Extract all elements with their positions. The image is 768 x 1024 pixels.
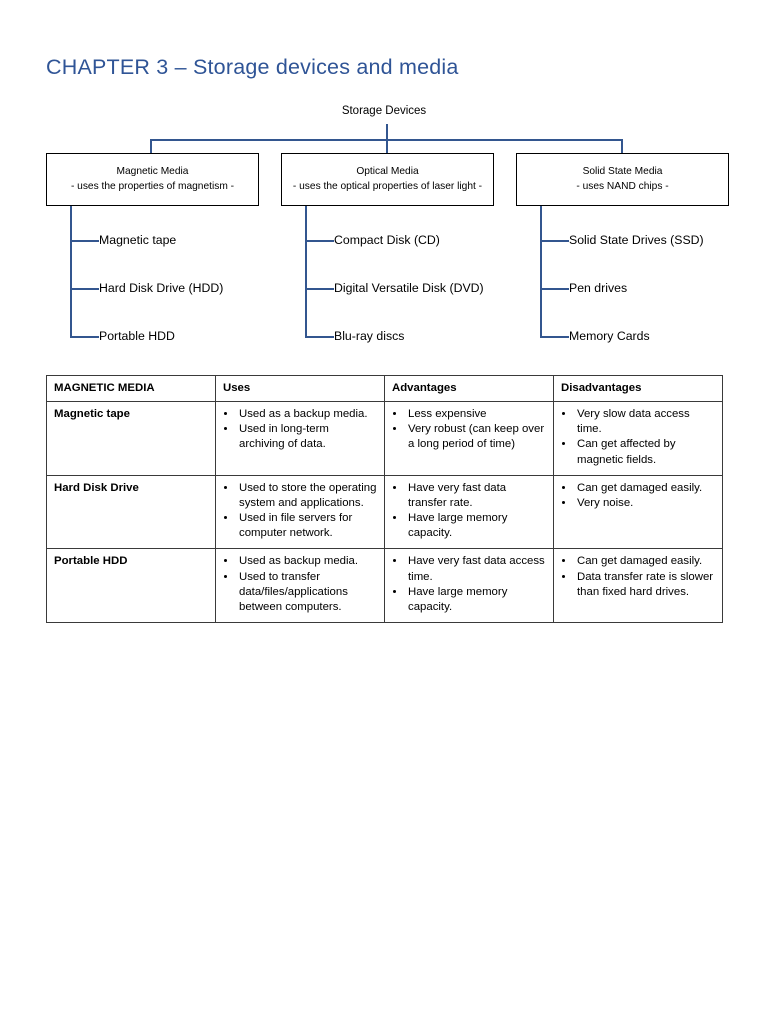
branch-item-solidstate-3: Memory Cards [569, 329, 650, 343]
bullet-list: Can get damaged easily. Data transfer ra… [561, 554, 715, 599]
branch-item-solidstate-1: Solid State Drives (SSD) [569, 233, 704, 247]
list-item: Can get damaged easily. [575, 554, 715, 569]
branch-item-magnetic-3: Portable HDD [99, 329, 175, 343]
table-cell-name: Portable HDD [46, 548, 216, 624]
table-header-media: MAGNETIC MEDIA [46, 374, 216, 403]
list-item: Very noise. [575, 496, 715, 511]
list-item: Very robust (can keep over a long period… [406, 422, 546, 452]
category-subtitle-solidstate: - uses NAND chips - [576, 180, 669, 192]
connector-spine-magnetic [70, 206, 72, 337]
connector-root-stem [386, 124, 388, 150]
list-item: Used as backup media. [237, 554, 377, 569]
table-row: Magnetic tape Used as a backup media. Us… [46, 401, 723, 476]
branch-item-magnetic-2: Hard Disk Drive (HDD) [99, 281, 224, 295]
connector-spine-solidstate [540, 206, 542, 337]
bullet-list: Have very fast data transfer rate. Have … [392, 481, 546, 542]
list-item: Very slow data access time. [575, 407, 715, 437]
bullet-list: Used as backup media. Used to transfer d… [223, 554, 377, 615]
connector-drop-magnetic [150, 139, 152, 154]
category-subtitle-optical: - uses the optical properties of laser l… [292, 180, 483, 192]
branch-item-optical-3: Blu-ray discs [334, 329, 405, 343]
list-item: Used in file servers for computer networ… [237, 511, 377, 541]
category-box-optical: Optical Media - uses the optical propert… [281, 153, 494, 206]
bullet-list: Can get damaged easily. Very noise. [561, 481, 715, 511]
storage-devices-diagram: Storage Devices Magnetic Media - uses th… [0, 0, 768, 360]
bullet-list: Have very fast data access time. Have la… [392, 554, 546, 615]
bullet-list: Used as a backup media. Used in long-ter… [223, 407, 377, 452]
connector-drop-solidstate [621, 139, 623, 154]
connector-tick-optical-1 [305, 240, 334, 242]
table-cell-advantages: Have very fast data access time. Have la… [384, 548, 554, 624]
table-cell-advantages: Have very fast data transfer rate. Have … [384, 474, 554, 550]
table-row: Portable HDD Used as backup media. Used … [46, 548, 723, 624]
table-cell-disadvantages: Can get damaged easily. Very noise. [553, 474, 723, 550]
branch-item-magnetic-1: Magnetic tape [99, 233, 177, 247]
table-header-uses: Uses [215, 374, 385, 403]
category-subtitle-magnetic: - uses the properties of magnetism - [70, 180, 235, 192]
list-item: Have very fast data transfer rate. [406, 481, 546, 511]
list-item: Can get damaged easily. [575, 481, 715, 496]
table-cell-advantages: Less expensive Very robust (can keep ove… [384, 401, 554, 476]
table-header-advantages: Advantages [384, 374, 554, 403]
table-cell-name: Hard Disk Drive [46, 474, 216, 550]
list-item: Can get affected by magnetic fields. [575, 437, 715, 467]
table-header-row: MAGNETIC MEDIA Uses Advantages Disadvant… [46, 374, 723, 403]
list-item: Used in long-term archiving of data. [237, 422, 377, 452]
bullet-list: Used to store the operating system and a… [223, 481, 377, 542]
magnetic-media-table: MAGNETIC MEDIA Uses Advantages Disadvant… [46, 374, 723, 624]
list-item: Have large memory capacity. [406, 511, 546, 541]
branch-item-solidstate-2: Pen drives [569, 281, 628, 295]
bullet-list: Less expensive Very robust (can keep ove… [392, 407, 546, 452]
connector-tick-magnetic-2 [70, 288, 99, 290]
bullet-list: Very slow data access time. Can get affe… [561, 407, 715, 468]
table-cell-disadvantages: Very slow data access time. Can get affe… [553, 401, 723, 476]
branch-item-optical-2: Digital Versatile Disk (DVD) [334, 281, 484, 295]
list-item: Have large memory capacity. [406, 585, 546, 615]
category-box-solidstate: Solid State Media - uses NAND chips - [516, 153, 729, 206]
connector-tick-optical-2 [305, 288, 334, 290]
list-item: Used to transfer data/files/applications… [237, 570, 377, 615]
table-cell-uses: Used as backup media. Used to transfer d… [215, 548, 385, 624]
category-title-optical: Optical Media [356, 165, 419, 177]
connector-tick-solidstate-2 [540, 288, 569, 290]
page-title: CHAPTER 3 – Storage devices and media [46, 55, 459, 79]
list-item: Data transfer rate is slower than fixed … [575, 570, 715, 600]
branch-item-optical-1: Compact Disk (CD) [334, 233, 440, 247]
category-title-solidstate: Solid State Media [582, 165, 663, 177]
list-item: Used as a backup media. [237, 407, 377, 422]
connector-tick-optical-3 [305, 336, 334, 338]
category-box-magnetic: Magnetic Media - uses the properties of … [46, 153, 259, 206]
table-cell-disadvantages: Can get damaged easily. Data transfer ra… [553, 548, 723, 624]
category-title-magnetic: Magnetic Media [116, 165, 189, 177]
table-cell-uses: Used as a backup media. Used in long-ter… [215, 401, 385, 476]
table-header-disadvantages: Disadvantages [553, 374, 723, 403]
table-row: Hard Disk Drive Used to store the operat… [46, 474, 723, 550]
diagram-root-label: Storage Devices [341, 105, 427, 117]
connector-spine-optical [305, 206, 307, 337]
connector-drop-optical [386, 139, 388, 154]
list-item: Used to store the operating system and a… [237, 481, 377, 511]
table-cell-name: Magnetic tape [46, 401, 216, 476]
connector-tick-solidstate-1 [540, 240, 569, 242]
connector-tick-solidstate-3 [540, 336, 569, 338]
connector-tick-magnetic-1 [70, 240, 99, 242]
list-item: Less expensive [406, 407, 546, 422]
table-cell-uses: Used to store the operating system and a… [215, 474, 385, 550]
connector-tick-magnetic-3 [70, 336, 99, 338]
list-item: Have very fast data access time. [406, 554, 546, 584]
